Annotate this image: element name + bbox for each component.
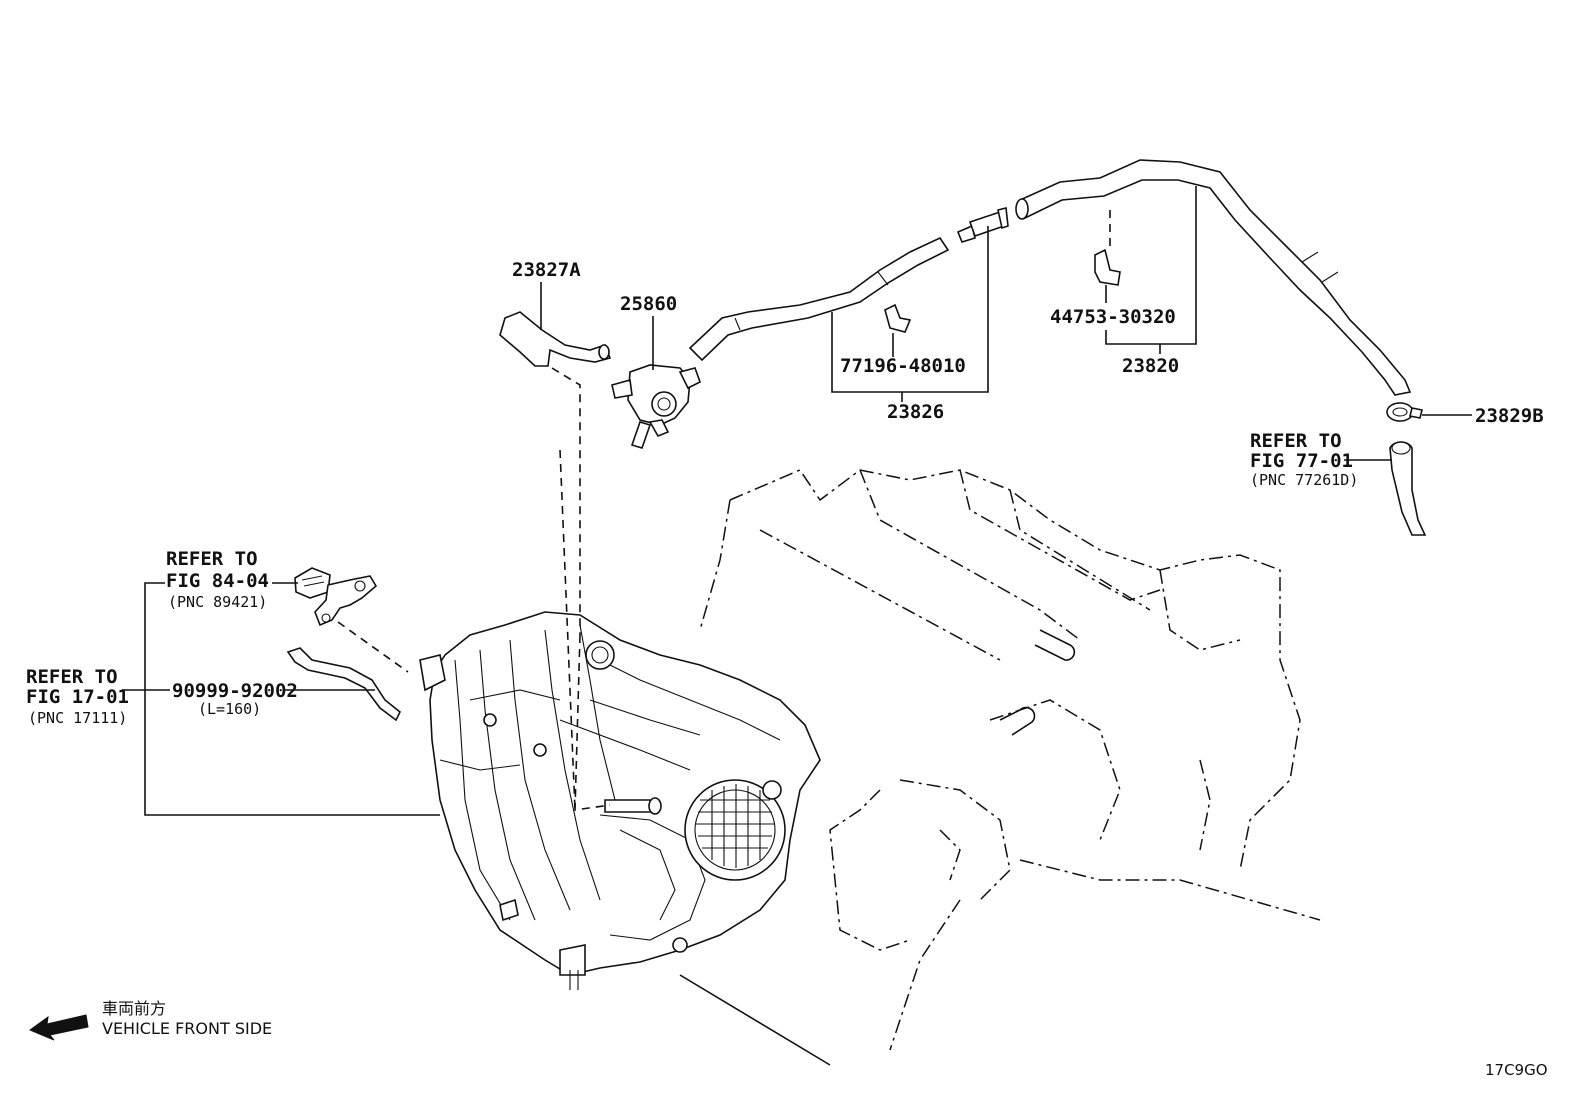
ref-fig77-line2: FIG 77-01 [1250, 450, 1353, 472]
valve-25860 [559, 364, 701, 811]
hose-23820 [1015, 159, 1412, 396]
ref-fig77-pnc: (PNC 77261D) [1250, 471, 1358, 489]
label-77196-48010: 77196-48010 [840, 355, 966, 377]
labels: 23827A 25860 77196-48010 23826 44753-303… [26, 259, 1544, 727]
intake-manifold [419, 611, 821, 990]
label-23820: 23820 [1122, 355, 1179, 377]
label-23827a: 23827A [512, 259, 581, 281]
hose-90999-92002 [286, 647, 402, 722]
hose-fig77 [1389, 441, 1427, 536]
ref-fig17-pnc: (PNC 17111) [28, 709, 127, 727]
ref-fig84-line2: FIG 84-04 [166, 570, 269, 592]
clamp-23829b [1386, 402, 1423, 422]
legend-en: VEHICLE FRONT SIDE [102, 1019, 272, 1038]
label-90999-92002: 90999-92002 [172, 680, 298, 702]
label-90999-length: (L=160) [198, 700, 261, 718]
label-23829b: 23829B [1475, 405, 1544, 427]
label-25860: 25860 [620, 293, 677, 315]
hose-23827a [499, 311, 612, 635]
arrow-left-icon [28, 1014, 89, 1041]
ref-fig77-line1: REFER TO [1250, 430, 1342, 452]
ref-fig17-line2: FIG 17-01 [26, 686, 129, 708]
legend-jp: 車両前方 [102, 999, 166, 1018]
hose-23826 [688, 207, 1009, 362]
leader-lines [122, 186, 1472, 816]
ref-fig84-pnc: (PNC 89421) [168, 593, 267, 611]
diagram-code: 17C9GO [1485, 1061, 1548, 1079]
ref-fig84-line1: REFER TO [166, 548, 258, 570]
front-side-legend: 車両前方 VEHICLE FRONT SIDE [28, 999, 272, 1041]
ref-fig17-line1: REFER TO [26, 666, 118, 688]
vacuum-sensor [294, 567, 409, 673]
label-44753-30320: 44753-30320 [1050, 306, 1176, 328]
engine-outline [679, 469, 1321, 1066]
label-23826: 23826 [887, 401, 944, 423]
